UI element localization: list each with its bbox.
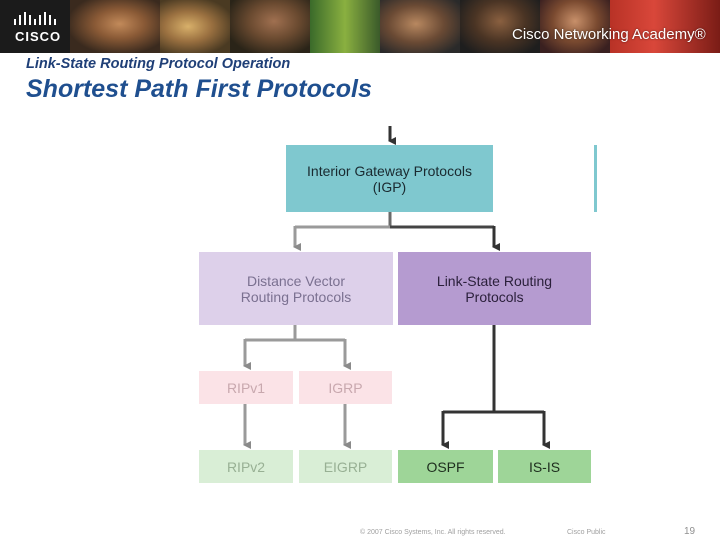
cisco-logo: CISCO bbox=[0, 0, 70, 53]
cisco-wordmark: CISCO bbox=[15, 29, 62, 44]
slide-subtitle: Link-State Routing Protocol Operation bbox=[26, 56, 291, 72]
banner-photo bbox=[70, 0, 160, 53]
igp-label-line1: Interior Gateway Protocols bbox=[307, 162, 472, 179]
ripv1-box: RIPv1 bbox=[199, 371, 293, 404]
academy-label: Cisco Networking Academy® bbox=[512, 26, 706, 43]
banner-photo bbox=[310, 0, 380, 53]
slide-title: Shortest Path First Protocols bbox=[26, 75, 372, 103]
eigrp-box: EIGRP bbox=[299, 450, 392, 483]
distance-vector-box: Distance Vector Routing Protocols bbox=[199, 252, 393, 325]
igp-box: Interior Gateway Protocols (IGP) bbox=[286, 145, 493, 212]
page-number: 19 bbox=[684, 526, 696, 537]
banner-photo bbox=[460, 0, 540, 53]
banner-photo bbox=[380, 0, 460, 53]
footer-classification: Cisco Public bbox=[567, 529, 606, 536]
igp-label-line2: (IGP) bbox=[372, 178, 407, 195]
ospf-box: OSPF bbox=[398, 450, 493, 483]
banner-photo bbox=[230, 0, 310, 53]
distance-vector-label-line2: Routing Protocols bbox=[240, 288, 352, 305]
cisco-bars-icon bbox=[14, 12, 56, 25]
banner-photo bbox=[160, 0, 230, 53]
footer-copyright: © 2007 Cisco Systems, Inc. All rights re… bbox=[360, 529, 506, 536]
header-banner: CISCO Cisco Networking Academy® bbox=[0, 0, 720, 53]
link-state-box: Link-State Routing Protocols bbox=[398, 252, 591, 325]
banner-photo bbox=[540, 0, 610, 53]
link-state-label-line2: Protocols bbox=[465, 288, 524, 305]
igrp-box: IGRP bbox=[299, 371, 392, 404]
isis-box: IS-IS bbox=[498, 450, 591, 483]
link-state-label-line1: Link-State Routing bbox=[436, 272, 553, 289]
igp-edge-strip bbox=[594, 145, 597, 212]
banner-photo bbox=[610, 0, 720, 53]
ripv2-box: RIPv2 bbox=[199, 450, 293, 483]
distance-vector-label-line1: Distance Vector bbox=[246, 272, 346, 289]
